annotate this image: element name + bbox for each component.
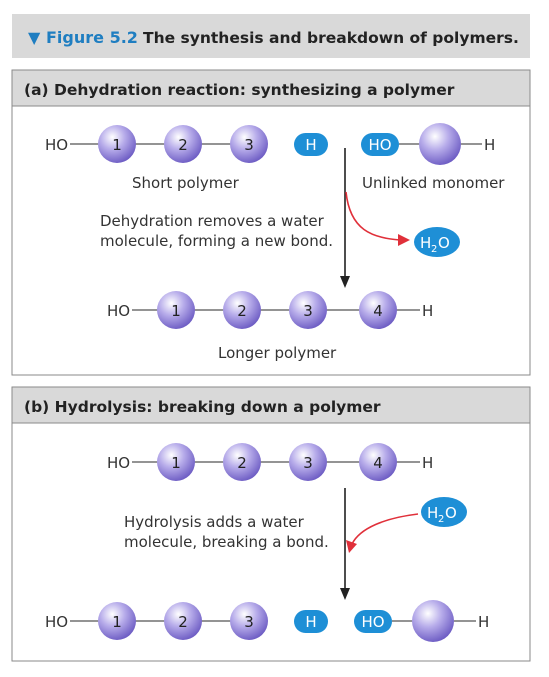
water-subscript: 2 <box>438 514 444 525</box>
short-polymer-label: Short polymer <box>132 174 240 192</box>
bead-number: 2 <box>237 302 247 320</box>
bead-number: 2 <box>237 454 247 472</box>
monomer-bead <box>223 443 261 481</box>
red-arrowhead-icon <box>398 234 410 246</box>
panel-a-header: (a) Dehydration reaction: synthesizing a… <box>24 81 455 99</box>
monomer-bead <box>359 291 397 329</box>
bead-number: 2 <box>178 136 188 154</box>
bead-number: 1 <box>112 613 122 631</box>
hydrogen-tag <box>294 610 328 633</box>
hydrogen-label: H <box>305 136 316 154</box>
monomer-bead <box>98 602 136 640</box>
panel-a-longer-polymer: HO 1 2 3 4 H <box>107 291 433 329</box>
water-molecule: H 2 O <box>421 497 467 527</box>
panel-b-shorter-polymer: HO 1 2 3 H <box>45 602 328 640</box>
panel-b-header: (b) Hydrolysis: breaking down a polymer <box>24 398 381 416</box>
figure-marker-icon: ▼ <box>28 28 41 47</box>
description-line-1: Hydrolysis adds a water <box>124 513 305 531</box>
figure-caption: The synthesis and breakdown of polymers. <box>143 29 519 47</box>
panel-a: (a) Dehydration reaction: synthesizing a… <box>11 69 531 376</box>
hydrogen-label: H <box>422 302 433 320</box>
monomer-bead <box>230 602 268 640</box>
monomer-bead <box>419 123 461 165</box>
unlinked-monomer-label: Unlinked monomer <box>362 174 505 192</box>
hydroxyl-label: HO <box>107 454 130 472</box>
monomer-bead <box>230 125 268 163</box>
figure-number: Figure 5.2 <box>46 28 138 47</box>
monomer-bead <box>359 443 397 481</box>
monomer-bead <box>157 291 195 329</box>
longer-polymer-label: Longer polymer <box>218 344 337 362</box>
hydrogen-label: H <box>484 136 495 154</box>
bead-number: 2 <box>178 613 188 631</box>
description-line-2: molecule, breaking a bond. <box>124 533 329 551</box>
bead-number: 3 <box>303 302 313 320</box>
panel-b: (b) Hydrolysis: breaking down a polymer … <box>11 386 531 662</box>
water-release-arrow <box>345 191 401 241</box>
bead-number: 3 <box>244 613 254 631</box>
water-h: H <box>427 504 438 522</box>
panel-b-polymer: HO 1 2 3 4 H <box>107 443 433 481</box>
hydroxyl-label: HO <box>45 136 68 154</box>
panel-a-short-polymer: HO 1 2 3 H <box>45 125 328 163</box>
reaction-arrowhead-icon <box>340 588 350 600</box>
hydroxyl-label: HO <box>107 302 130 320</box>
water-o: O <box>445 504 457 522</box>
bead-number: 4 <box>373 302 383 320</box>
panel-b-released-monomer: HO H <box>354 600 489 642</box>
description-line-1: Dehydration removes a water <box>100 212 325 230</box>
hydroxyl-label: HO <box>368 136 391 154</box>
red-arrowhead-icon <box>346 540 357 553</box>
water-molecule: H 2 O <box>414 227 460 257</box>
monomer-bead <box>157 443 195 481</box>
water-subscript: 2 <box>431 244 437 255</box>
water-o: O <box>438 234 450 252</box>
description-line-2: molecule, forming a new bond. <box>100 232 333 250</box>
hydroxyl-label: HO <box>45 613 68 631</box>
hydrogen-tag <box>294 133 328 156</box>
bead-number: 1 <box>171 454 181 472</box>
bead-number: 1 <box>112 136 122 154</box>
hydroxyl-label: HO <box>361 613 384 631</box>
monomer-bead <box>289 443 327 481</box>
monomer-bead <box>164 125 202 163</box>
water-input-arrow <box>351 513 419 545</box>
monomer-bead <box>98 125 136 163</box>
hydrogen-label: H <box>422 454 433 472</box>
water-h: H <box>420 234 431 252</box>
monomer-bead <box>223 291 261 329</box>
bead-number: 4 <box>373 454 383 472</box>
hydroxyl-tag <box>361 133 399 156</box>
hydrogen-label: H <box>478 613 489 631</box>
monomer-bead <box>164 602 202 640</box>
panel-a-unlinked-monomer: HO H <box>361 123 495 165</box>
hydroxyl-tag <box>354 610 392 633</box>
figure-title-bar: ▼ Figure 5.2 The synthesis and breakdown… <box>12 14 530 58</box>
monomer-bead <box>289 291 327 329</box>
bead-number: 3 <box>244 136 254 154</box>
hydrogen-label: H <box>305 613 316 631</box>
reaction-arrowhead-icon <box>340 276 350 288</box>
monomer-bead <box>412 600 454 642</box>
bead-number: 3 <box>303 454 313 472</box>
bead-number: 1 <box>171 302 181 320</box>
